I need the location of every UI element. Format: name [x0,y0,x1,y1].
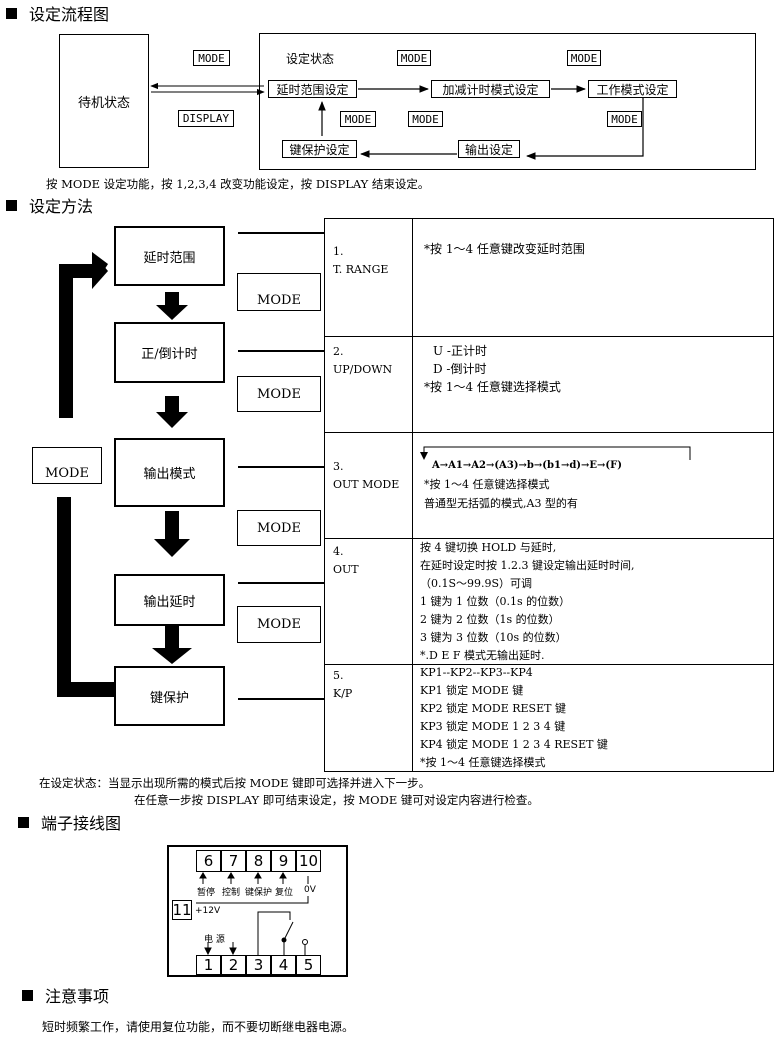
method-note-2: 在任意一步按 DISPLAY 即可结束设定，按 MODE 键可对设定内容进行检查… [134,793,539,807]
section-heading-method: 设定方法 [6,198,93,216]
square-bullet-icon [22,990,33,1001]
terminal-6: 6 [196,850,221,872]
table-row-divider [324,538,774,539]
terminal-8: 8 [246,850,271,872]
flow-caption: 按 MODE 设定功能，按 1,2,3,4 改变功能设定，按 DISPLAY 结… [46,177,430,191]
table-row-divider [324,336,774,337]
terminal-label-key-protect: 键保护 [245,888,273,898]
terminal-3: 3 [246,955,271,975]
table-cell-desc: 按 4 键切换 HOLD 与延时, 在延时设定时按 1.2.3 键设定输出延时时… [420,541,635,662]
table-cell-desc: KP1--KP2--KP3--KP4 KP1 锁定 MODE 键 KP2 锁定 … [420,666,608,769]
mode-label-box: MODE [32,447,102,484]
square-bullet-icon [6,8,17,19]
terminal-9: 9 [271,850,296,872]
terminal-1: 1 [196,955,221,975]
step-box-output-mode: 输出模式 [114,438,225,507]
table-row-divider [324,432,774,433]
delay-range-setting-box: 延时范围设定 [268,80,357,98]
terminal-7: 7 [221,850,246,872]
section-heading-notes: 注意事项 [22,988,109,1006]
table-cell-desc: *按 1～4 任意键改变延时范围 [424,242,585,256]
output-setting-box: 输出设定 [458,140,520,158]
standby-state-box: 待机状态 [59,34,149,168]
terminal-label-reset: 复位 [275,888,294,898]
table-cell-desc: U -正计时 D -倒计时 *按 1～4 任意键选择模式 [424,344,561,394]
terminal-10: 10 [296,850,321,872]
table-row-divider [324,664,774,665]
mode-key-label: MODE [408,111,443,127]
display-key-label: DISPLAY [178,110,234,127]
key-protect-setting-box: 键保护设定 [282,140,357,158]
terminal-11: 11 [172,900,192,920]
updown-mode-setting-box: 加减计时模式设定 [431,80,550,98]
table-cell-code: 5.K/P [333,669,353,700]
mode-key-label: MODE [607,111,642,127]
table-cell-code: 1.T. RANGE [333,245,389,276]
step-box-up-down: 正/倒计时 [114,322,225,383]
mode-key-label: MODE [340,111,376,127]
setting-state-label: 设定状态 [286,52,335,66]
terminal-4: 4 [271,955,296,975]
terminal-label-pause: 暂停 [197,888,216,898]
mode-label-box: MODE [237,606,321,643]
square-bullet-icon [18,817,29,828]
terminal-label-0v: 0V [304,885,316,895]
terminal-label-12v: +12V [195,906,221,916]
terminal-2: 2 [221,955,246,975]
notes-text: 短时频繁工作，请使用复位功能，而不要切断继电器电源。 [42,1020,355,1034]
terminal-label-control: 控制 [222,888,241,898]
mode-key-label: MODE [397,50,431,66]
table-cell-code: 4.OUT [333,545,359,576]
setting-state-frame [259,33,756,170]
mode-key-label: MODE [567,50,601,66]
section-heading-flow: 设定流程图 [6,6,109,24]
step-box-key-protect: 键保护 [114,666,225,726]
terminal-diagram-frame [167,845,348,977]
table-column-divider [412,218,413,772]
mode-label-box: MODE [237,510,321,546]
mode-label-box: MODE [237,376,321,412]
settings-table [324,218,774,772]
mode-label-box: MODE [237,273,321,311]
table-cell-code: 2.UP/DOWN [333,345,393,376]
table-cell-code: 3.OUT MODE [333,460,400,491]
section-heading-wiring: 端子接线图 [18,815,121,833]
table-cell-desc: A→A1→A2→(A3)→b→(b1→d)→E→(F) *按 1～4 任意键选择… [424,460,622,510]
work-mode-setting-box: 工作模式设定 [588,80,677,98]
terminal-5: 5 [296,955,321,975]
step-box-delay-range: 延时范围 [114,226,225,286]
mode-key-label: MODE [193,50,230,66]
square-bullet-icon [6,200,17,211]
step-box-output-delay: 输出延时 [114,574,225,626]
method-note-1: 在设定状态：当显示出现所需的模式后按 MODE 键即可选择并进入下一步。 [39,776,431,790]
power-label: 电 源 [204,935,225,945]
